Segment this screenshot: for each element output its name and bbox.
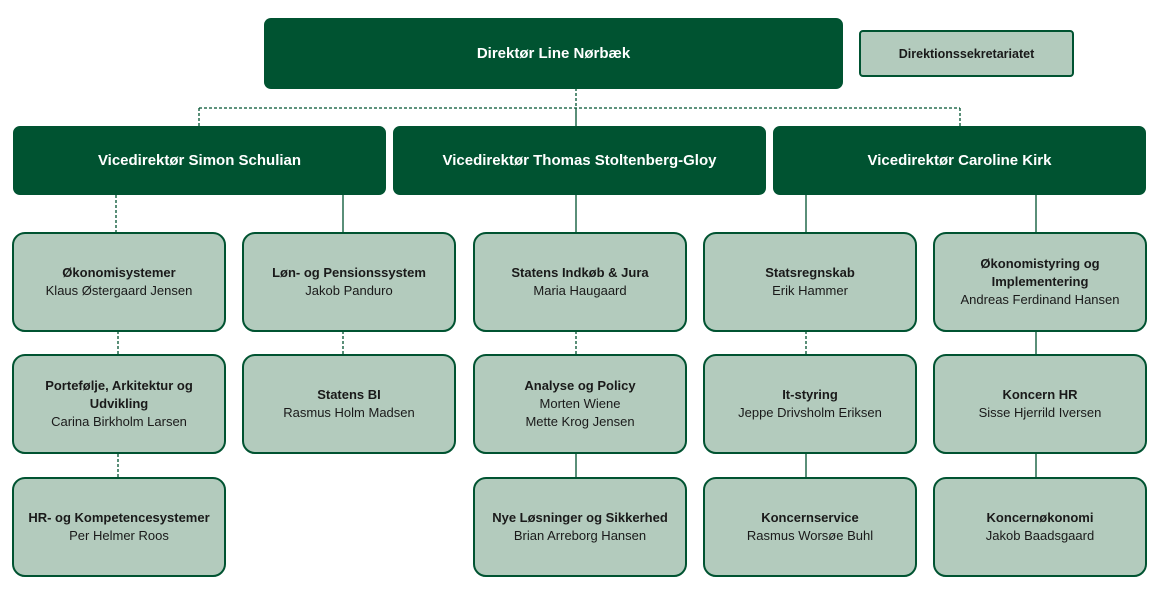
department-title: Koncernservice [761, 510, 859, 525]
secretariat-label: Direktionssekretariatet [898, 46, 1035, 61]
department-title: Nye Løsninger og Sikkerhed [492, 510, 668, 525]
department-head-name: Andreas Ferdinand Hansen [960, 292, 1120, 307]
department-title: Analyse og Policy [524, 378, 636, 393]
vice-director-label: Vicedirektør Simon Schulian [97, 152, 302, 169]
department-head-name: Maria Haugaard [533, 283, 627, 298]
department-title: Statsregnskab [765, 265, 855, 280]
department-title: Løn- og Pensionssystem [272, 265, 426, 280]
department-head-name: Erik Hammer [772, 283, 848, 298]
department-head-name: Per Helmer Roos [69, 528, 169, 543]
vice-director-label: Vicedirektør Thomas Stoltenberg-Gloy [442, 152, 717, 169]
department-head-name: Sisse Hjerrild Iversen [978, 405, 1102, 420]
department-head-name: Carina Birkholm Larsen [51, 414, 187, 429]
department-title: Portefølje, Arkitektur og Udvikling [45, 378, 193, 411]
department-head-name: Mette Krog Jensen [525, 414, 635, 429]
department-head-name: Morten Wiene [539, 396, 621, 411]
department-title: Økonomistyring og Implementering [980, 256, 1100, 289]
department-box: Koncern HR Sisse Hjerrild Iversen [933, 354, 1147, 454]
department-head-name: Rasmus Worsøe Buhl [746, 528, 874, 543]
department-head-name: Klaus Østergaard Jensen [45, 283, 193, 298]
department-head-name: Jeppe Drivsholm Eriksen [738, 405, 882, 420]
department-box: Statens BI Rasmus Holm Madsen [242, 354, 456, 454]
department-head-name: Jakob Panduro [305, 283, 393, 298]
department-title: HR- og Kompetencesystemer [28, 510, 210, 525]
department-head-name: Rasmus Holm Madsen [283, 405, 415, 420]
director-label: Direktør Line Nørbæk [476, 45, 631, 62]
department-title: Koncern HR [1002, 387, 1078, 402]
department-title: Statens BI [317, 387, 381, 402]
department-title: It-styring [782, 387, 838, 402]
vice-director-box: Vicedirektør Caroline Kirk [773, 126, 1146, 195]
vice-director-label: Vicedirektør Caroline Kirk [867, 152, 1052, 169]
director-box: Direktør Line Nørbæk [264, 18, 843, 89]
secretariat-box: Direktionssekretariatet [859, 30, 1074, 77]
vice-director-box: Vicedirektør Thomas Stoltenberg-Gloy [393, 126, 766, 195]
department-title: Statens Indkøb & Jura [511, 265, 649, 280]
department-head-name: Brian Arreborg Hansen [513, 528, 647, 543]
department-head-name: Jakob Baadsgaard [985, 528, 1095, 543]
department-title: Koncernøkonomi [986, 510, 1094, 525]
vice-director-box: Vicedirektør Simon Schulian [13, 126, 386, 195]
department-title: Økonomisystemer [62, 265, 176, 280]
